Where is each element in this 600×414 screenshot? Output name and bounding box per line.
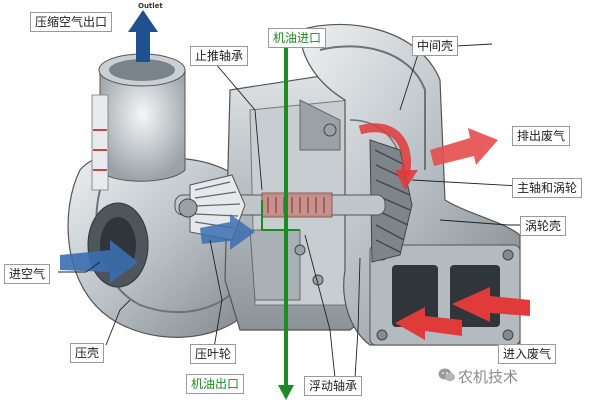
air-inlet-arrow (60, 240, 138, 283)
outlet-small-label: Outlet (138, 2, 163, 10)
label-compressor-housing: 压壳 (70, 343, 105, 363)
wechat-logo-icon (438, 368, 455, 382)
label-center-housing: 中间壳 (412, 36, 459, 56)
label-compressor-wheel: 压叶轮 (190, 344, 237, 364)
label-oil-outlet: 机油出口 (186, 374, 245, 394)
label-turbine-housing: 涡轮壳 (520, 216, 567, 236)
exhaust-out-arrow (430, 128, 498, 166)
label-compressed-air-outlet: 压缩空气出口 (30, 12, 113, 32)
label-exhaust-in: 进入废气 (498, 344, 557, 364)
label-shaft-turbine: 主轴和涡轮 (512, 178, 583, 198)
internal-air-arrow (200, 214, 255, 250)
label-exhaust-out: 排出废气 (512, 126, 571, 146)
turbine-flow-arrow (358, 123, 411, 177)
label-air-in: 进空气 (4, 264, 51, 284)
watermark-text: 农机技术 (458, 368, 519, 386)
label-oil-inlet: 机油进口 (268, 28, 327, 48)
compressed-air-outlet-arrow (128, 10, 158, 62)
exhaust-in-arrows (395, 287, 530, 340)
label-thrust-bearing: 止推轴承 (190, 46, 249, 66)
label-floating-bearing: 浮动轴承 (304, 376, 363, 396)
leader-lines (58, 43, 540, 379)
oil-outlet-arrowhead (278, 385, 294, 400)
compressor-outlet-pipe (99, 69, 186, 182)
